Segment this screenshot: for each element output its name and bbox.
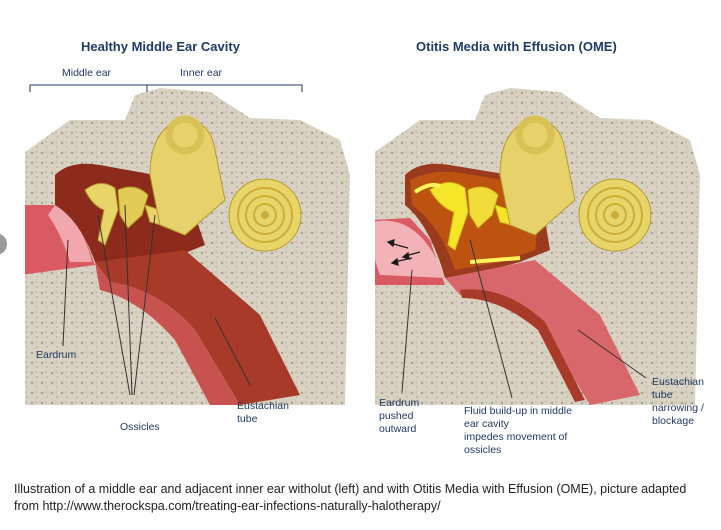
right-eardrum-label: Eardrum pushed outward <box>379 397 419 436</box>
right-illustration <box>370 80 710 410</box>
ear-diagram-figure: Healthy Middle Ear Cavity Otitis Media w… <box>0 0 721 470</box>
left-eustachian-label: Eustachian tube <box>237 400 289 426</box>
middle-ear-bracket-label: Middle ear <box>62 67 111 80</box>
left-ossicles-label: Ossicles <box>120 421 160 434</box>
right-eustachian-label: Eustachian tube narrowing / blockage <box>652 376 704 428</box>
inner-ear-bracket-label: Inner ear <box>180 67 222 80</box>
left-panel-title: Healthy Middle Ear Cavity <box>81 39 240 54</box>
fluid-buildup-label: Fluid build-up in middle ear cavity impe… <box>464 405 572 457</box>
left-eardrum-label: Eardrum <box>36 349 76 362</box>
right-panel-title: Otitis Media with Effusion (OME) <box>416 39 617 54</box>
figure-caption: Illustration of a middle ear and adjacen… <box>14 481 714 515</box>
